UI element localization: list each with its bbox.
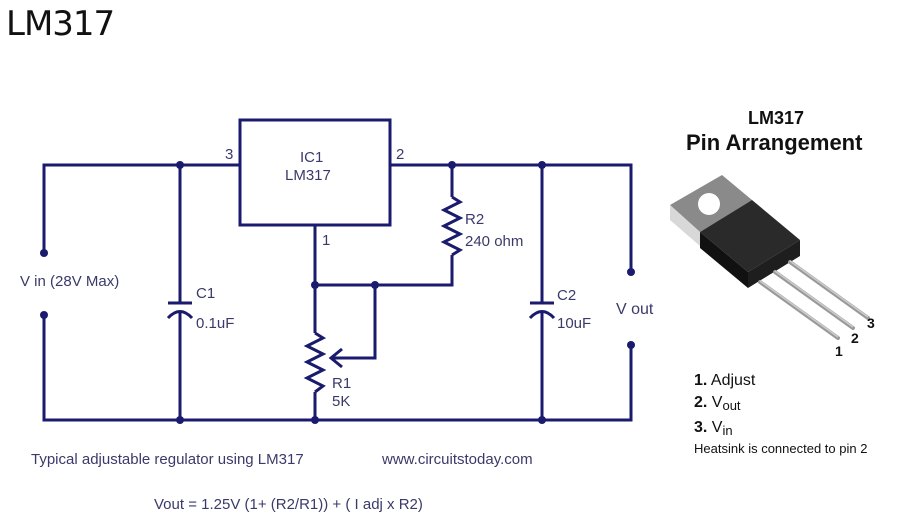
lead-number-1: 1 <box>835 343 843 359</box>
ic-pin3-label: 3 <box>225 146 234 163</box>
ic-part-label: LM317 <box>285 167 331 184</box>
c1-ref-label: C1 <box>196 285 216 302</box>
wire-r2-node <box>315 255 454 287</box>
c2-capacitor-symbol <box>528 301 556 320</box>
package-body-front <box>700 232 748 288</box>
wire-wiper <box>333 285 377 360</box>
vin-label: V in (28V Max) <box>20 273 120 290</box>
pinout-title-part: LM317 <box>748 108 805 128</box>
c2-ref-label: C2 <box>557 287 577 304</box>
r1-resistor-symbol <box>303 331 327 394</box>
r2-value-label: 240 ohm <box>465 233 524 250</box>
junction-dots <box>40 161 635 424</box>
vout-formula: Vout = 1.25V (1+ (R2/R1)) + ( I adj x R2… <box>154 496 423 513</box>
wire-ground <box>42 315 633 422</box>
r1-ref-label: R1 <box>332 375 352 392</box>
wires <box>42 118 633 422</box>
package-body-top <box>700 200 800 272</box>
r1-wiper-arrow <box>328 347 343 369</box>
wire-vin-top <box>42 163 240 252</box>
website-text: www.circuitstoday.com <box>382 451 533 468</box>
lead-number-2: 2 <box>851 330 859 346</box>
ic-ref-label: IC1 <box>300 149 324 166</box>
ic-pin1-label: 1 <box>322 232 331 249</box>
lead-number-3: 3 <box>867 315 875 331</box>
wire-vout-top <box>390 163 633 272</box>
c2-value-label: 10uF <box>557 315 592 332</box>
heatsink-note: Heatsink is connected to pin 2 <box>694 441 868 456</box>
package-leads <box>758 260 870 340</box>
pin-list: 1. Adjust 2. Vout 3. Vin <box>694 370 755 442</box>
vout-label: V out <box>616 301 654 318</box>
page-title: LM317 <box>6 4 115 44</box>
c1-capacitor-symbol <box>166 301 194 320</box>
r2-resistor-symbol <box>440 195 464 257</box>
to220-package-image <box>670 175 870 340</box>
pin-item-1: 1. Adjust <box>694 372 756 389</box>
ic-pin2-label: 2 <box>396 146 405 163</box>
r1-value-label: 5K <box>332 393 351 410</box>
pinout-title: Pin Arrangement <box>686 130 863 155</box>
c1-value-label: 0.1uF <box>196 315 235 332</box>
mounting-hole <box>698 193 720 215</box>
pin-item-2: 2. Vout <box>694 394 741 413</box>
r2-ref-label: R2 <box>465 211 485 228</box>
caption-text: Typical adjustable regulator using LM317 <box>31 451 304 468</box>
pin-item-3: 3. Vin <box>694 419 733 438</box>
